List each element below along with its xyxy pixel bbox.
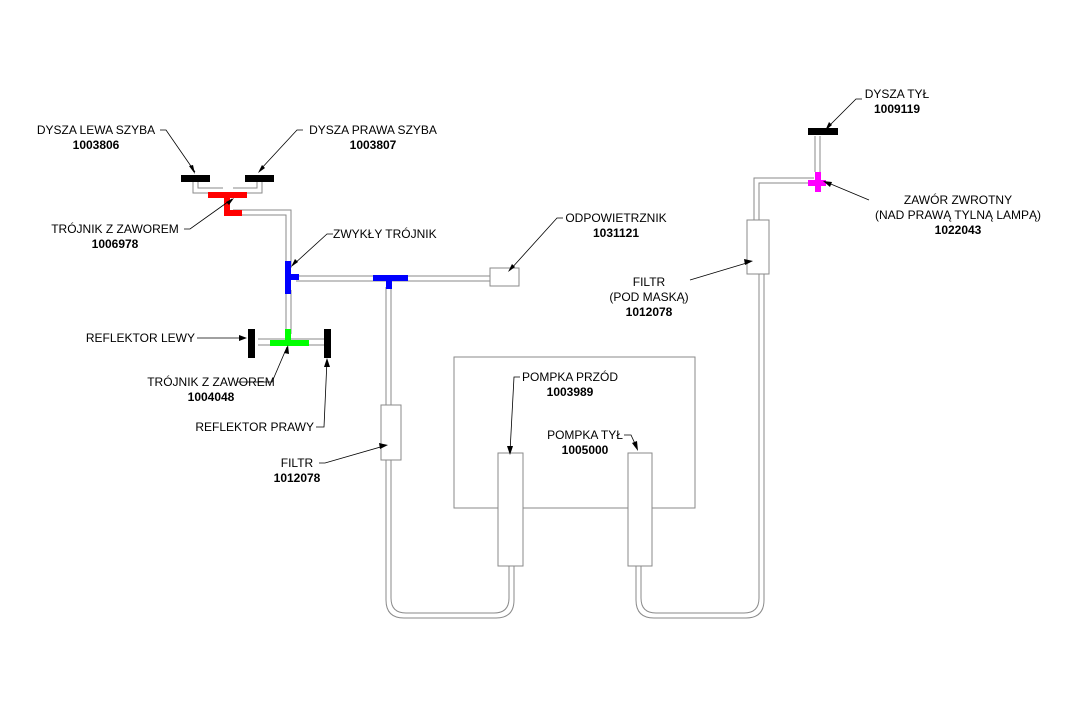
filter-right: [746, 219, 770, 275]
code-pompka-tyl: 1005000: [562, 443, 609, 457]
leaders: [160, 98, 870, 464]
labels: DYSZA LEWA SZYBA 1003806 DYSZA PRAWA SZY…: [37, 87, 1041, 485]
label-trojnik-top: TRÓJNIK Z ZAWOREM: [51, 221, 179, 236]
code-zawor-zwrotny: 1022043: [935, 223, 982, 237]
pipe-filter-to-valve: [753, 177, 814, 220]
code-pompka-przod: 1003989: [547, 385, 594, 399]
pipe-red-to-blue: [233, 209, 292, 268]
label-dysza-prawa: DYSZA PRAWA SZYBA: [309, 123, 437, 137]
bleed-valve: [489, 267, 520, 287]
pipe-tee-to-filter: [385, 287, 392, 405]
code-trojnik-bottom: 1004048: [188, 390, 235, 404]
tee-plain-right: [373, 275, 408, 289]
tee-valve-bottom: [270, 329, 309, 346]
label-filtr-right: FILTR: [633, 275, 666, 289]
filter-left: [380, 404, 402, 461]
code-filtr-left: 1012078: [274, 471, 321, 485]
code-trojnik-top: 1006978: [92, 237, 139, 251]
label-pompka-przod: POMPKA PRZÓD: [522, 369, 618, 384]
pipe-blue-to-green: [285, 290, 292, 334]
label-reflektor-prawy: REFLEKTOR PRAWY: [195, 420, 314, 434]
tee-valve-top: [208, 192, 247, 216]
label-filtr-left: FILTR: [281, 456, 314, 470]
code-filtr-right: 1012078: [626, 305, 673, 319]
label-pompka-tyl: POMPKA TYŁ: [547, 428, 623, 442]
label-zawor-zwrotny: ZAWÓR ZWROTNY: [904, 192, 1012, 207]
code-dysza-prawa: 1003807: [350, 138, 397, 152]
label-zwykly-trojnik: ZWYKŁY TRÓJNIK: [333, 226, 437, 241]
pipes: [192, 136, 821, 619]
sublabel-filtr-right: (POD MASKĄ): [609, 290, 688, 304]
pipe-filter-to-pump-outer: [385, 460, 515, 619]
code-odpowietrznik: 1031121: [593, 226, 639, 240]
label-dysza-lewa: DYSZA LEWA SZYBA: [37, 123, 155, 137]
code-dysza-tyl: 1009119: [874, 102, 920, 116]
nozzle-rear: [808, 128, 838, 135]
headlight-left: [248, 329, 255, 358]
nozzle-right-windshield: [245, 175, 274, 182]
pipe-filter-to-pump-inner: [390, 460, 510, 614]
label-trojnik-bottom: TRÓJNIK Z ZAWOREM: [147, 374, 275, 389]
pipe-rear-pump-inner: [640, 274, 760, 614]
headlight-right: [324, 329, 331, 358]
check-valve: [808, 172, 826, 192]
code-dysza-lewa: 1003806: [73, 138, 120, 152]
pump-front: [497, 452, 524, 567]
label-dysza-tyl: DYSZA TYŁ: [865, 87, 930, 101]
pump-housing: [453, 356, 696, 509]
nozzle-left-windshield: [181, 175, 210, 182]
pump-rear: [627, 452, 653, 567]
pipe-rear-pump-outer: [635, 274, 765, 619]
label-odpowietrznik: ODPOWIETRZNIK: [565, 211, 666, 225]
sublabel-zawor-zwrotny: (NAD PRAWĄ TYLNĄ LAMPĄ): [875, 208, 1041, 222]
label-reflektor-lewy: REFLEKTOR LEWY: [86, 331, 195, 345]
tee-plain-left: [285, 261, 299, 294]
pipe-valve-to-nozzle: [814, 136, 821, 172]
